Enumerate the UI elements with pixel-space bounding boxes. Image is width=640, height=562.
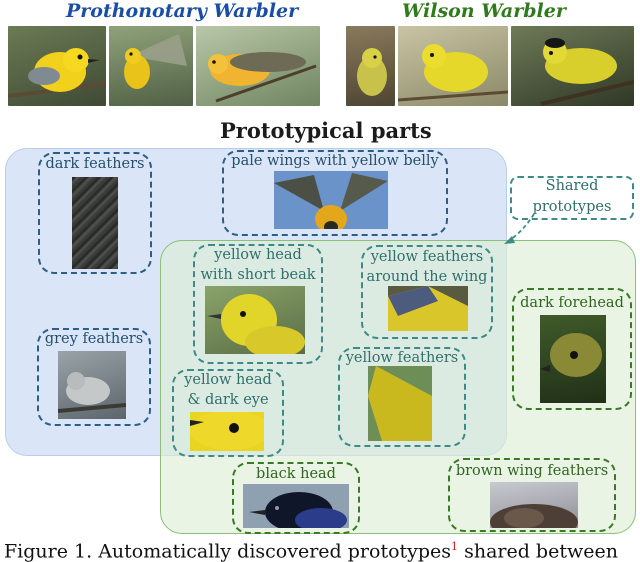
dark-feathers-patch [72,177,118,269]
shared-prototypes-arrow [504,213,535,244]
pale-wings-label: pale wings with yellow belly [231,153,439,169]
yellow-feathers-wing-prototype [361,245,493,339]
yellow-feathers-patch [368,366,432,441]
brown-wing-feathers-patch [490,482,578,528]
figure-caption: Figure 1. Automatically discovered proto… [4,540,618,562]
dark-feathers-prototype [38,152,152,274]
grey-feathers-label: grey feathers [44,331,144,347]
yellow-head-dark-eye-prototype [172,369,284,457]
yellow-head-short-beak-prototype [193,244,323,364]
yellow-head-dark-eye-label-1: yellow head [184,372,272,388]
dark-forehead-prototype [512,288,632,410]
yellow-head-short-beak-patch [205,286,305,354]
wilson-photo-3 [511,26,634,106]
wilson-photo-2 [398,26,508,106]
pale-wings-prototype [222,150,448,236]
pale-wings-patch [274,171,388,229]
prothonotary-photo-3 [196,26,320,106]
black-head-label: black head [256,466,336,482]
brown-wing-feathers-prototype [448,458,616,532]
caption-footnote-mark: 1 [451,540,459,553]
yellow-head-short-beak-label-1: yellow head [214,247,302,263]
yellow-head-dark-eye-label-2: & dark eye [187,392,269,408]
brown-wing-feathers-label: brown wing feathers [455,463,609,479]
yellow-head-short-beak-label-2: with short beak [200,267,316,283]
shared-prototypes-line1: Shared [545,178,599,194]
prothonotary-photo-2 [109,26,193,106]
yellow-feathers-wing-label-2: around the wing [366,269,488,285]
shared-prototypes-line2: prototypes [532,199,612,215]
dark-feathers-label: dark feathers [45,156,145,172]
yellow-feathers-wing-label-1: yellow feathers [370,249,484,265]
caption-text: Figure 1. Automatically discovered proto… [4,540,452,562]
yellow-head-dark-eye-patch [190,412,264,451]
black-head-patch [243,484,349,528]
wilson-photo-1 [346,26,395,106]
grey-feathers-prototype [37,328,151,426]
yellow-feathers-label: yellow feathers [345,350,459,366]
caption-continuation: shared between [458,540,618,562]
prototypical-parts-title: Prototypical parts [220,118,432,143]
wilson-warbler-title: Wilson Warbler [402,0,566,22]
dark-forehead-label: dark forehead [520,295,624,311]
shared-prototypes-callout [510,176,634,220]
prothonotary-warbler-title: Prothonotary Warbler [66,0,299,22]
black-head-prototype [232,462,360,534]
yellow-feathers-wing-patch [388,286,468,331]
grey-feathers-patch [58,351,126,419]
prothonotary-photo-1 [8,26,106,106]
dark-forehead-patch [540,315,606,403]
yellow-feathers-prototype [338,347,466,447]
